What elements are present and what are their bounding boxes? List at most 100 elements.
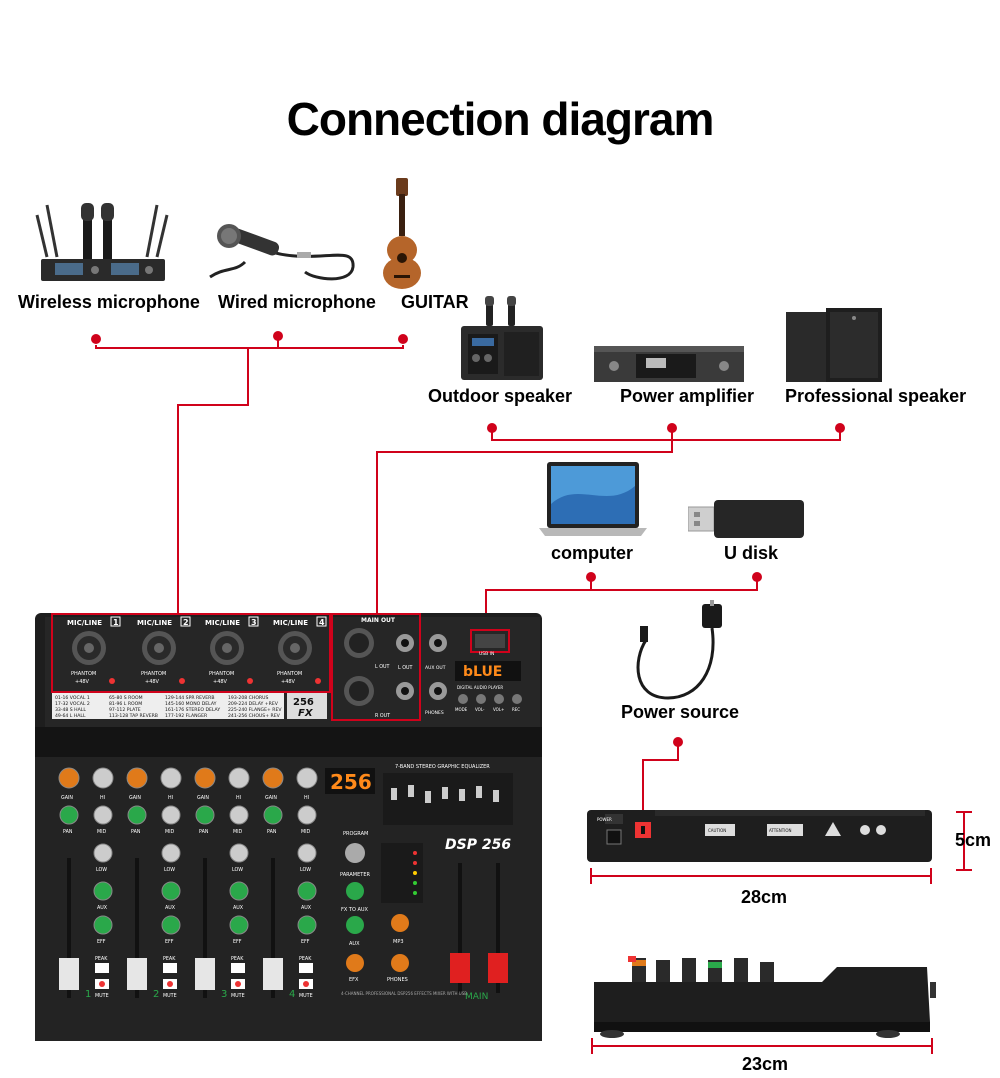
u-disk-image — [688, 500, 804, 538]
hi-label: HI — [304, 795, 309, 801]
hi-label: HI — [100, 795, 105, 801]
aux-label: AUX — [165, 905, 176, 911]
aux-label: AUX — [349, 941, 360, 947]
mid-knob — [297, 805, 317, 825]
eq-label: 7-BAND STEREO GRAPHIC EQUALIZER — [395, 764, 490, 770]
channel-number-1: 1 — [113, 618, 119, 627]
fader-cap — [195, 958, 215, 990]
eff-knob — [229, 915, 249, 935]
parameter-label: PARAMETER — [340, 872, 370, 878]
svg-text:177-192 FLANGER: 177-192 FLANGER — [165, 713, 208, 719]
usb-in-highlight — [470, 629, 510, 653]
mute-label: MUTE — [163, 993, 177, 999]
height-dimension: 5cm — [955, 830, 992, 850]
efx-label: EFX — [349, 977, 359, 983]
pan-knob — [263, 805, 283, 825]
v48-label-3: +48V — [213, 679, 228, 685]
rear-caution-label: CAUTION — [708, 828, 726, 833]
fx-badge-top: 256 — [293, 697, 314, 708]
wired-microphone-label: Wired microphone — [218, 292, 376, 312]
eff-knob — [297, 915, 317, 935]
mixer-image: MIC/LINE 1 PHANTOM +48V MIC/LINE 2 PHANT… — [35, 613, 542, 1041]
svg-text:65-80 S ROOM: 65-80 S ROOM — [109, 695, 143, 701]
width-dimension: 28cm — [741, 887, 788, 907]
gain-label: GAIN — [129, 795, 141, 801]
aux-knob — [229, 881, 249, 901]
fx-to-aux-label: FX TO AUX — [341, 907, 369, 913]
dimension-lines — [590, 811, 972, 884]
gain-knob — [58, 767, 80, 789]
phantom-label-4: PHANTOM — [277, 671, 302, 677]
svg-text:REC: REC — [512, 707, 520, 712]
wire-dots — [91, 331, 845, 747]
l-out-label: L OUT — [375, 664, 389, 670]
low-knob — [229, 843, 249, 863]
rear-attention-label: ATTENTION — [769, 828, 792, 833]
channel-strip-number: 4 — [289, 989, 295, 1000]
mid-label: MID — [301, 829, 311, 835]
professional-speaker-label: Professional speaker — [785, 386, 967, 406]
fx-display: 256 — [330, 770, 372, 794]
mid-label: MID — [165, 829, 175, 835]
peak-indicator — [163, 963, 177, 973]
wire-dot — [273, 331, 283, 341]
svg-text:129-144 SPR REVERB: 129-144 SPR REVERB — [165, 695, 214, 701]
mute-led — [235, 981, 241, 987]
l-out-label-2: L OUT — [398, 665, 412, 671]
mixer-rear-image: POWER CAUTION ATTENTION — [587, 810, 932, 862]
wired-microphone-image — [209, 224, 355, 281]
svg-text:VOL-: VOL- — [475, 707, 485, 712]
pan-knob — [59, 805, 79, 825]
wire-dot — [752, 572, 762, 582]
professional-speaker-image — [786, 308, 882, 382]
v48-label-1: +48V — [75, 679, 90, 685]
hi-knob — [228, 767, 250, 789]
mixer-side-image — [594, 956, 936, 1038]
svg-text:145-160 MONO DELAY: 145-160 MONO DELAY — [165, 701, 217, 707]
wire-dot — [586, 572, 596, 582]
channel-number-4: 4 — [319, 618, 325, 627]
mixer-footer: 4-CHANNEL PROFESSIONAL DSP256 EFFECTS MI… — [341, 991, 467, 996]
u-disk-label: U disk — [724, 543, 779, 563]
low-knob — [93, 843, 113, 863]
mic-line-inputs: MIC/LINE 1 PHANTOM +48V MIC/LINE 2 PHANT… — [67, 616, 327, 685]
mid-knob — [161, 805, 181, 825]
main-out-label: MAIN OUT — [361, 617, 396, 624]
depth-dimension: 23cm — [742, 1054, 789, 1074]
eff-label: EFF — [165, 939, 174, 945]
rear-power-label: POWER — [597, 817, 612, 822]
mute-led — [99, 981, 105, 987]
mid-knob — [93, 805, 113, 825]
mic-inputs-highlight — [51, 613, 331, 693]
aux-knob — [93, 881, 113, 901]
page-title: Connection diagram — [286, 93, 715, 145]
channel-strip-number: 1 — [85, 989, 91, 1000]
mp3-label: MP3 — [393, 939, 404, 945]
svg-text:209-224 DELAY +REV: 209-224 DELAY +REV — [228, 701, 279, 707]
brand-label: DSP 256 — [445, 837, 511, 853]
mid-label: MID — [97, 829, 107, 835]
svg-text:49-64 L HALL: 49-64 L HALL — [55, 713, 86, 719]
channel-strip-number: 2 — [153, 989, 159, 1000]
wire-dot — [667, 423, 677, 433]
svg-text:MODE: MODE — [455, 707, 468, 712]
svg-text:225-240 FLANGE+ REV: 225-240 FLANGE+ REV — [228, 707, 282, 713]
hi-label: HI — [236, 795, 241, 801]
pan-label: PAN — [267, 829, 277, 835]
fader-track — [203, 858, 207, 998]
low-knob — [297, 843, 317, 863]
wire-dot — [398, 334, 408, 344]
mic-line-label-4: MIC/LINE — [273, 619, 308, 627]
gain-label: GAIN — [197, 795, 209, 801]
peak-indicator — [95, 963, 109, 973]
eff-knob — [161, 915, 181, 935]
mid-knob — [229, 805, 249, 825]
aux-knob — [297, 881, 317, 901]
power-amplifier-label: Power amplifier — [620, 386, 755, 406]
mid-label: MID — [233, 829, 243, 835]
svg-text:193-208 CHORUS: 193-208 CHORUS — [228, 695, 268, 701]
aux-label: AUX — [97, 905, 108, 911]
mute-led — [303, 981, 309, 987]
